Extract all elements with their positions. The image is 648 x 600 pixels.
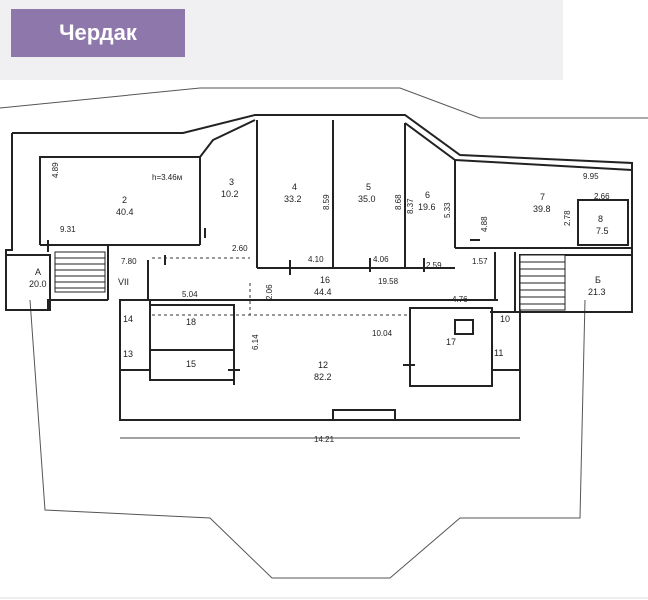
room-area: 39.8 — [533, 204, 551, 214]
room-number: 6 — [425, 190, 430, 200]
outer-boundary — [0, 87, 648, 599]
room-number: 17 — [446, 337, 456, 347]
room-area: 82.2 — [314, 372, 332, 382]
dimension-label: 9.31 — [60, 225, 76, 234]
room-area: 21.3 — [588, 287, 606, 297]
dimension-label: 2.06 — [265, 284, 274, 300]
dimension-label: 4.10 — [308, 255, 324, 264]
room-number: 8 — [598, 214, 603, 224]
room-number: 18 — [186, 317, 196, 327]
dimension-label: 4.89 — [51, 162, 60, 178]
dimension-label: 2.78 — [563, 210, 572, 226]
room-area: 40.4 — [116, 207, 134, 217]
room-number: 2 — [122, 195, 127, 205]
room-number: 12 — [318, 360, 328, 370]
dimension-label: 2.66 — [594, 192, 610, 201]
room-number: 14 — [123, 314, 133, 324]
room-number: 10 — [500, 314, 510, 324]
room-area: 35.0 — [358, 194, 376, 204]
room-number: Б — [595, 275, 601, 285]
dimension-label: 7.80 — [121, 257, 137, 266]
dimension-label: 8.68 — [394, 194, 403, 210]
room-area: 19.6 — [418, 202, 436, 212]
room-number: 4 — [292, 182, 297, 192]
dimension-label: 9.95 — [583, 172, 599, 181]
dashed-lines — [152, 257, 410, 316]
stair-left — [54, 251, 106, 293]
room-number: 7 — [540, 192, 545, 202]
room-area: 7.5 — [596, 226, 609, 236]
room-area: 20.0 — [29, 279, 47, 289]
dimension-label: 19.58 — [378, 277, 399, 286]
building-walls — [5, 114, 633, 421]
stair-label: VII — [118, 277, 129, 287]
dimension-label: 8.59 — [322, 194, 331, 210]
dimension-label: 14.21 — [314, 435, 335, 444]
dimension-label: 1.57 — [472, 257, 488, 266]
dimension-label: 5.33 — [443, 202, 452, 218]
dimension-label: 6.14 — [251, 334, 260, 350]
room-area: 10.2 — [221, 189, 239, 199]
stair-right — [519, 254, 566, 311]
page-title: Чердак — [11, 9, 185, 57]
room-number: 3 — [229, 177, 234, 187]
dimension-label: 8.37 — [406, 198, 415, 214]
dimension-label: 2.60 — [232, 244, 248, 253]
ceiling-height-note: h=3.46м — [152, 173, 182, 182]
room-number: 13 — [123, 349, 133, 359]
room-number: 5 — [366, 182, 371, 192]
room-number: 11 — [494, 348, 503, 358]
room-area: 44.4 — [314, 287, 332, 297]
room-number: 16 — [320, 275, 330, 285]
dimension-label: 10.04 — [372, 329, 393, 338]
dimension-label: 5.04 — [182, 290, 198, 299]
room-number: A — [35, 267, 41, 277]
dimension-label: 4.76 — [452, 295, 468, 304]
room-area: 33.2 — [284, 194, 302, 204]
dimension-label: 4.06 — [373, 255, 389, 264]
dimension-label: 2.59 — [426, 261, 442, 270]
room-number: 15 — [186, 359, 196, 369]
dimension-label: 4.88 — [480, 216, 489, 232]
